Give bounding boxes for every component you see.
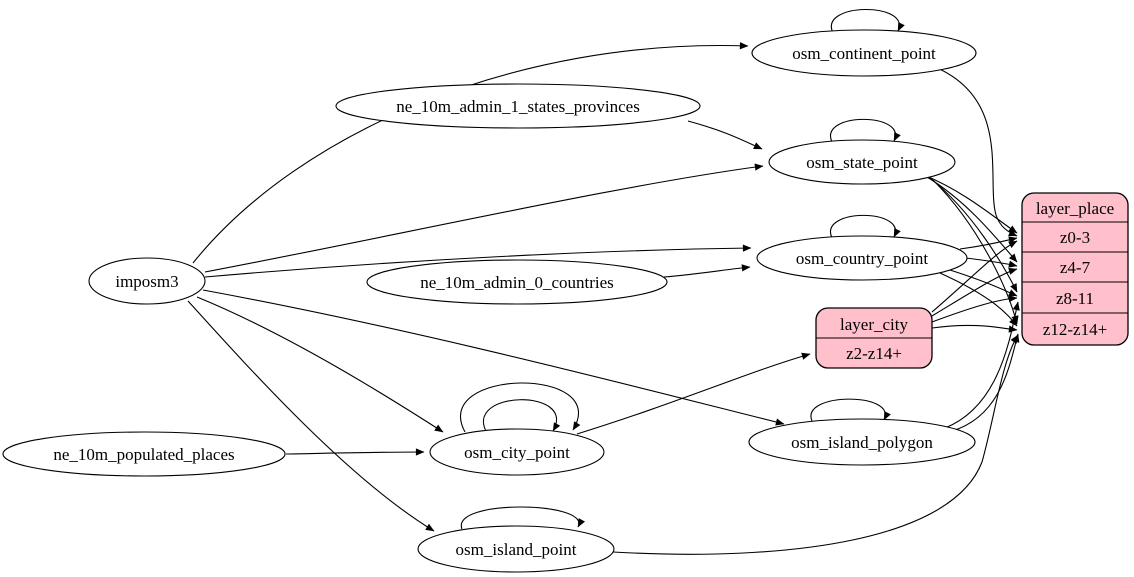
node-ne_10m_admin_0_countries: ne_10m_admin_0_countries — [366, 259, 668, 305]
edge-layer_city-layer_place-z0-3 — [931, 240, 1018, 313]
edge-osm_city_point-layer_city-z2-z14 — [576, 352, 811, 435]
record-layer_place-row-z8-11: z8-11 — [1056, 289, 1094, 308]
edge-imposm3-osm_country_point — [204, 244, 752, 278]
record-layer_place-row-z0-3: z0-3 — [1060, 228, 1090, 247]
node-osm_city_point: osm_city_point — [429, 428, 605, 476]
nodes: imposm3 ne_10m_admin_1_states_provinces … — [2, 29, 977, 573]
node-osm_island_point-shape — [417, 525, 615, 573]
node-osm_island_polygon-shape — [748, 418, 976, 466]
node-osm_island_polygon-label: osm_island_polygon — [791, 433, 933, 452]
record-layer_city-row-z2-z14: z2-z14+ — [846, 344, 902, 363]
selfloop-osm_city_point-inner — [483, 399, 561, 434]
edge-ne_10m_admin_1_states_provinces-osm_state_point — [687, 120, 763, 150]
node-osm_state_point-label: osm_state_point — [806, 153, 918, 172]
record-layer_city-title: layer_city — [840, 315, 908, 334]
edge-layer_city-layer_place-z4-7 — [931, 267, 1018, 317]
node-ne_10m_admin_1_states_provinces-label: ne_10m_admin_1_states_provinces — [396, 97, 640, 116]
record-layer_place-box — [1021, 192, 1129, 346]
node-imposm3-label: imposm3 — [115, 272, 178, 291]
edge-osm_state_point-layer_place-z8-11 — [929, 177, 1018, 293]
selfloop-osm_continent_point — [830, 9, 905, 34]
edge-osm_island_point-layer_place-z12-z14 — [612, 334, 1019, 555]
edge-osm_state_point-layer_place-z4-7 — [926, 176, 1018, 263]
selfloop-osm_city_point-outer — [460, 382, 581, 433]
node-osm_country_point-shape — [756, 235, 968, 281]
edge-ne_10m_admin_0_countries-osm_country_point — [663, 264, 751, 278]
edge-osm_state_point-layer_place-z0-3 — [923, 174, 1018, 234]
record-layer_city: layer_city z2-z14+ — [815, 307, 933, 369]
node-osm_island_point: osm_island_point — [417, 525, 615, 573]
node-ne_10m_populated_places: ne_10m_populated_places — [2, 431, 286, 477]
edge-imposm3-osm_state_point — [204, 163, 764, 273]
selfloop-osm_island_point — [461, 506, 585, 530]
edge-osm_country_point-layer_place-z0-3 — [959, 236, 1018, 250]
edge-ne_10m_populated_places-osm_city_point — [285, 448, 425, 456]
node-ne_10m_admin_0_countries-label: ne_10m_admin_0_countries — [420, 273, 614, 292]
selfloop-osm_state_point — [829, 118, 901, 143]
edge-imposm3-osm_island_polygon — [202, 289, 785, 426]
edge-imposm3-osm_city_point — [196, 296, 444, 433]
edge-osm_country_point-layer_place-z12-z14 — [939, 272, 1018, 327]
node-osm_state_point: osm_state_point — [768, 139, 956, 185]
record-layer_place-row-z4-7: z4-7 — [1060, 258, 1091, 277]
edge-layer_city-layer_place-z12-z14 — [931, 324, 1018, 333]
node-ne_10m_admin_0_countries-shape — [366, 259, 668, 305]
node-osm_continent_point: osm_continent_point — [751, 29, 977, 77]
node-osm_continent_point-shape — [751, 29, 977, 77]
node-osm_country_point: osm_country_point — [756, 235, 968, 281]
record-layer_place: layer_place z0-3 z4-7 z8-11 z12-z14+ — [1021, 192, 1129, 346]
node-ne_10m_admin_1_states_provinces-shape — [335, 83, 701, 129]
edge-osm_country_point-layer_place-z8-11 — [949, 269, 1018, 297]
node-imposm3: imposm3 — [88, 257, 206, 305]
node-osm_city_point-shape — [429, 428, 605, 476]
node-osm_continent_point-label: osm_continent_point — [792, 44, 936, 63]
edge-imposm3-osm_continent_point — [192, 42, 749, 264]
record-layer_place-title: layer_place — [1036, 199, 1114, 218]
node-osm_state_point-shape — [768, 139, 956, 185]
edges — [187, 9, 1020, 555]
selfloop-osm_country_point — [829, 214, 901, 239]
node-ne_10m_populated_places-label: ne_10m_populated_places — [53, 445, 234, 464]
node-imposm3-shape — [88, 257, 206, 305]
record-layer_place-row-z12-z14: z12-z14+ — [1043, 320, 1107, 339]
selfloop-osm_island_polygon — [810, 398, 891, 422]
node-osm_country_point-label: osm_country_point — [796, 249, 928, 268]
edge-layer_city-layer_place-z8-11 — [931, 294, 1018, 323]
node-ne_10m_admin_1_states_provinces: ne_10m_admin_1_states_provinces — [335, 83, 701, 129]
node-ne_10m_populated_places-shape — [2, 431, 286, 477]
edge-osm_continent_point-layer_place-z0-3 — [934, 66, 1018, 237]
edge-osm_country_point-layer_place-z4-7 — [965, 257, 1018, 268]
node-osm_city_point-label: osm_city_point — [464, 443, 570, 462]
edge-osm_island_polygon-layer_place-z8-11 — [944, 301, 1020, 429]
edge-imposm3-osm_island_point — [187, 300, 435, 532]
node-osm_island_polygon: osm_island_polygon — [748, 418, 976, 466]
edge-osm_island_polygon-layer_place-z12-z14 — [951, 333, 1020, 432]
node-osm_island_point-label: osm_island_point — [456, 540, 577, 559]
